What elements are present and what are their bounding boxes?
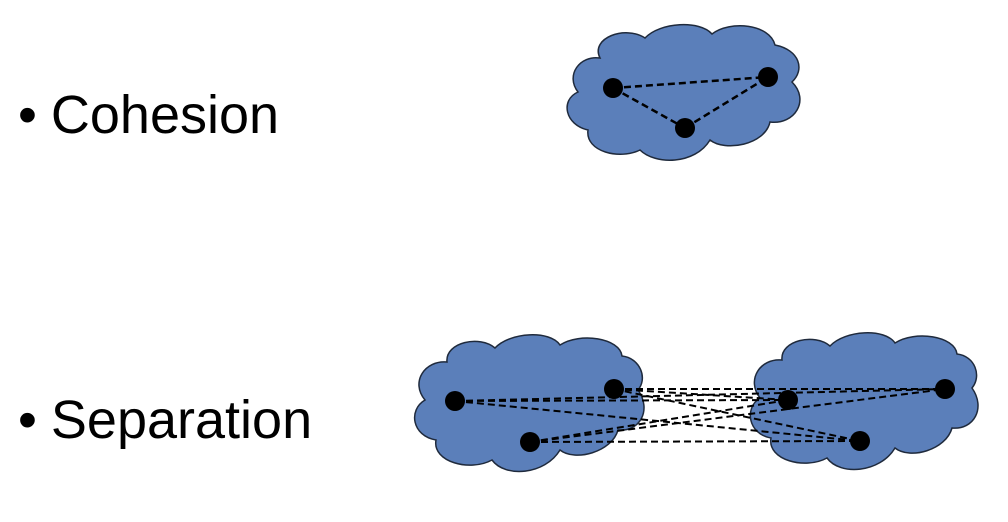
edge [454,388,946,402]
bullet-label-separation: Separation [50,390,313,450]
edge [684,75,769,130]
point [850,431,870,451]
point [603,78,623,98]
edge [529,440,861,443]
point [445,391,465,411]
point [520,432,540,452]
point [778,390,798,410]
point [675,118,695,138]
cohesion-points [603,67,778,138]
separation-edges [454,388,946,443]
cohesion-cloud [566,23,801,161]
edge [613,388,789,401]
bullet-cohesion: • Cohesion [18,88,279,142]
separation-points-left [445,379,624,452]
bullet-marker: • [18,85,37,145]
point [758,67,778,87]
point [935,379,955,399]
edge [529,388,946,443]
point [604,379,624,399]
edge [612,86,686,130]
cohesion-edges [612,75,769,130]
separation-points-right [778,379,955,451]
edge [454,399,789,402]
edge [613,388,861,442]
cloud-shape [566,23,801,161]
bullet-separation: • Separation [18,393,312,447]
edge [454,400,861,442]
edge [612,75,769,90]
bullet-label-cohesion: Cohesion [50,85,280,145]
bullet-marker: • [18,390,37,450]
